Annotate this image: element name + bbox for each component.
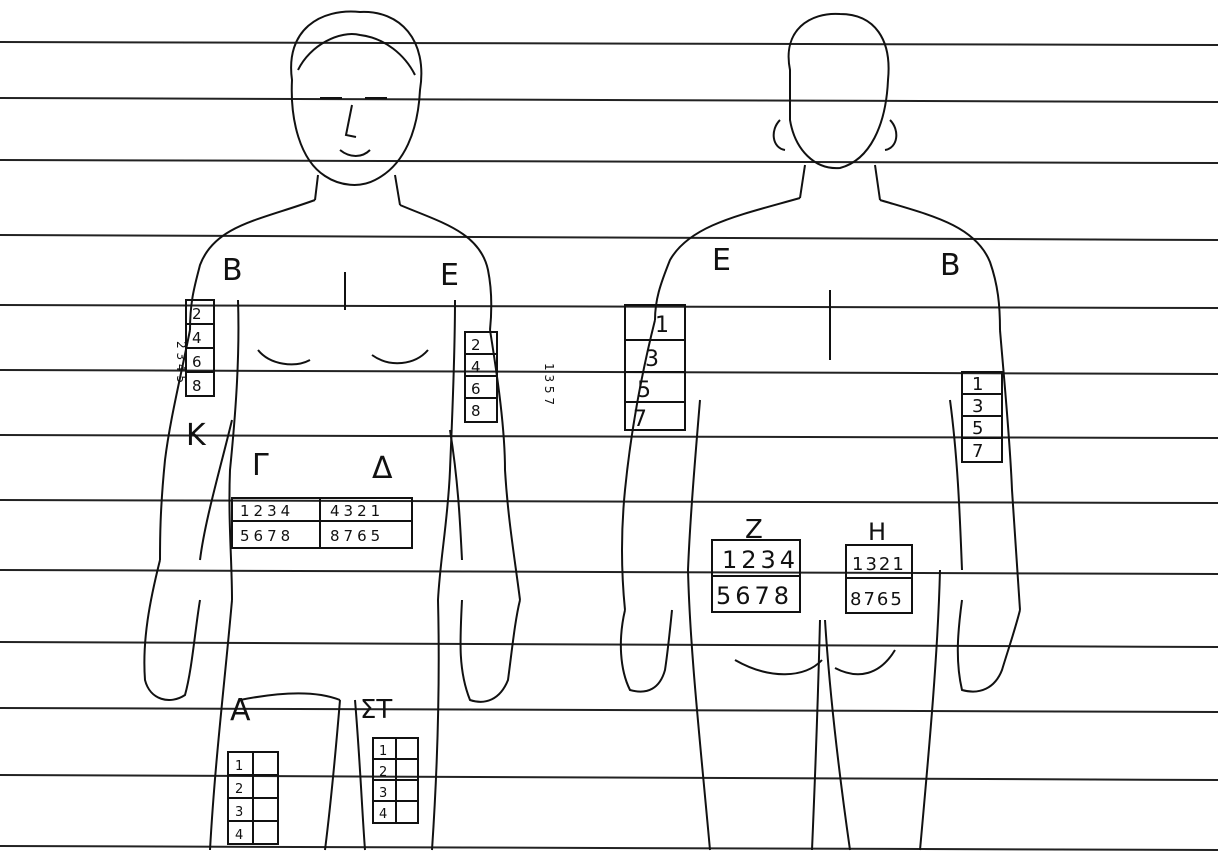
back-buttock-right-label: H (868, 518, 886, 546)
back-buttock-left-label: Z (745, 515, 763, 545)
back-buttock-right-bottom: 8765 (850, 589, 904, 610)
front-left-thigh-cell: 3 (379, 786, 387, 801)
back-right-arm-cell: 1 (972, 374, 983, 395)
back-buttock-left-top: 1234 (722, 546, 799, 574)
front-left-arm-cell: 8 (471, 402, 481, 420)
front-right-arm-cell: 8 (192, 377, 202, 395)
front-left-arm-cell: 6 (471, 380, 481, 398)
front-right-forearm-label: K (186, 418, 207, 453)
front-right-thigh-cell: 3 (235, 805, 243, 820)
back-figure (621, 14, 1020, 850)
front-right-arm-side-marks: 2 3 4 5 (174, 341, 188, 383)
front-left-thigh-cell: 4 (379, 807, 387, 822)
back-left-shoulder-label: E (712, 243, 731, 278)
front-abdomen-right-top: 1234 (240, 502, 294, 520)
back-left-arm-cell: 3 (645, 347, 659, 372)
back-left-arm-cell: 5 (637, 378, 651, 403)
front-right-thigh-cell: 1 (235, 759, 243, 774)
back-right-shoulder-label: B (940, 248, 961, 283)
front-abdomen-right-bottom: 5678 (240, 527, 294, 545)
front-right-arm-cell: 4 (192, 329, 202, 347)
front-right-shoulder-label: B (222, 253, 243, 288)
back-buttock-right-top: 1321 (852, 554, 906, 575)
front-abdomen-right-label: Γ (252, 448, 269, 483)
back-left-arm-cell: 1 (655, 313, 669, 338)
front-right-arm-cell: 6 (192, 353, 202, 371)
front-right-thigh-cell: 2 (235, 782, 243, 797)
front-left-thigh-label: ΣΤ (360, 695, 392, 725)
front-left-thigh-cell: 2 (379, 765, 387, 780)
front-right-thigh-cell: 4 (235, 828, 243, 843)
front-right-arm-cell: 2 (192, 305, 202, 323)
back-right-arm-cell: 5 (972, 418, 983, 439)
front-left-thigh-cell: 1 (379, 744, 387, 759)
front-left-arm-cell: 4 (471, 358, 481, 376)
ruled-lines (0, 42, 1218, 850)
front-abdomen-left-label: Δ (372, 451, 393, 486)
front-right-thigh-label: A (230, 693, 251, 728)
front-abdomen-left-top: 4321 (330, 502, 384, 520)
back-right-arm-cell: 7 (972, 441, 983, 462)
back-left-arm-cell: 7 (633, 407, 647, 432)
back-buttock-left-bottom: 5678 (716, 582, 793, 610)
front-abdomen-left-bottom: 8765 (330, 527, 384, 545)
front-left-arm-side-marks: 1 3 5 7 (542, 363, 556, 405)
front-left-shoulder-label: E (440, 258, 459, 293)
front-left-arm-cell: 2 (471, 336, 481, 354)
back-right-arm-cell: 3 (972, 396, 983, 417)
